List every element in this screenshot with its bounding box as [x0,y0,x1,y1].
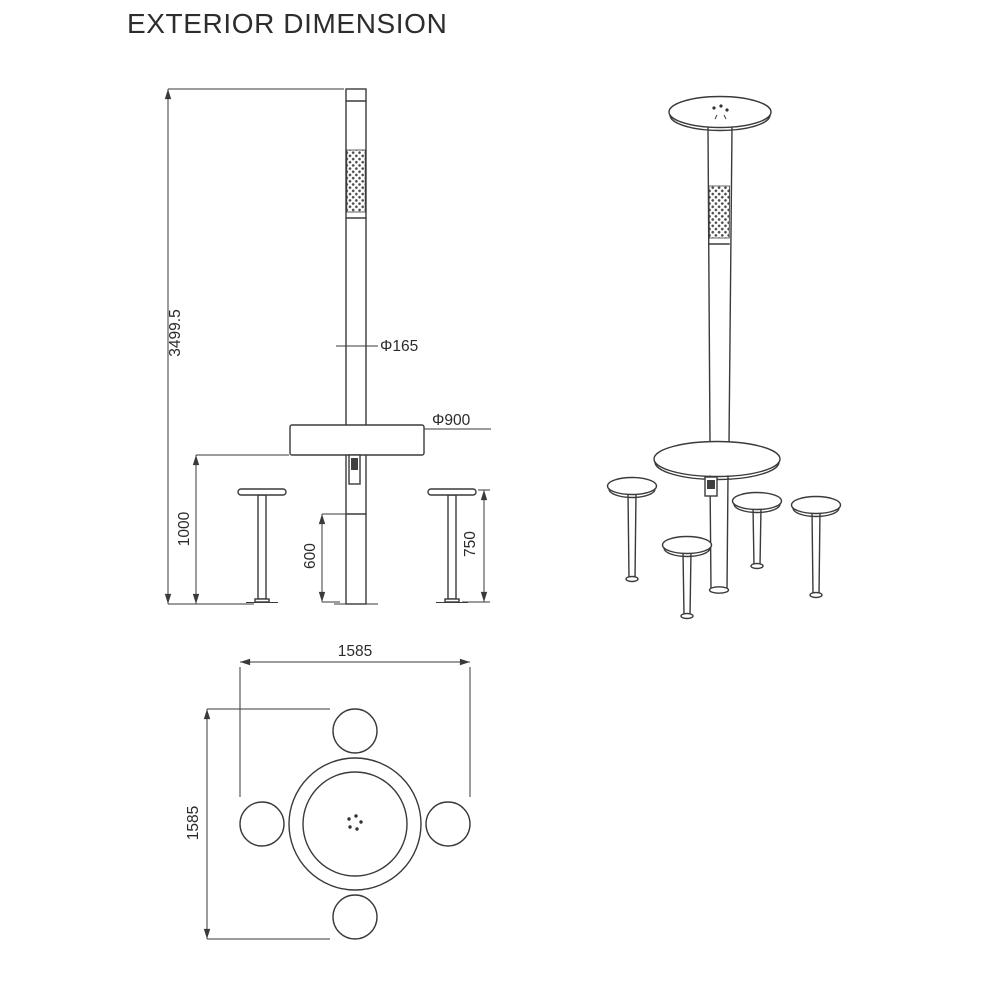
pole-hole [359,820,363,824]
table-outer-circle [288,757,422,891]
stool-post-edge [818,510,821,596]
stool-circle-right [425,801,471,847]
stool-post-edge [689,550,692,617]
pole-edge [707,127,711,445]
stool-post-edge [682,550,685,617]
stool-seat-rim [663,547,711,558]
top-disc-rim [669,114,771,132]
pole-hole [348,825,352,829]
stool-post-edge [811,510,814,596]
front-table [289,424,425,485]
pole-edge [728,127,733,445]
iso-stool-far-right [790,495,842,599]
pole-knurl-band [708,185,731,239]
iso-stool-right [731,491,783,570]
stool-circle-bottom [332,894,378,940]
pole-hole [355,827,359,831]
table-inner-circle [302,771,408,877]
disc-hole [712,106,716,110]
dim-pole-diameter: Φ165 [336,338,418,355]
stool-circle-left [239,801,285,847]
stool-foot [444,598,460,603]
page-title: EXTERIOR DIMENSION [127,8,448,39]
table-bracket-detail [351,458,358,470]
plan-table [288,757,422,891]
iso-top-disc [668,95,772,132]
stool-seat [237,488,287,496]
table-top [653,440,781,478]
front-view: 3499.5 Φ165 Φ900 1000 [164,88,491,605]
stool-seat-rim [608,488,656,499]
stool-post-edge [752,506,755,567]
stool-base [625,575,639,583]
iso-pole-lower [704,475,730,594]
pole-hole [347,817,351,821]
stool-base [750,562,764,570]
pole-hole [354,814,358,818]
plan-view: 1585 1585 [185,643,471,940]
disc-detail [723,114,727,120]
pole-knurl-band [346,149,366,213]
plan-stools [239,708,471,940]
dim-mid-height: 600 [302,513,346,603]
stool-seat [731,491,783,511]
iso-pole-upper [707,127,733,445]
dim-label-table-diameter: Φ900 [432,412,471,429]
dim-label-overall-height: 3499.5 [167,309,184,356]
pole-edge [726,475,729,591]
dim-label-stool-height: 750 [462,531,479,557]
stool-seat-rim [792,507,840,518]
front-stool-left [237,488,287,603]
disc-hole [725,108,729,112]
stool-foot [254,598,270,603]
iso-table [653,440,781,481]
dim-label-table-height: 1000 [176,511,193,546]
dim-plan-width: 1585 [239,643,471,797]
stool-seat [606,476,658,496]
dim-overall-height: 3499.5 [164,88,344,605]
stool-base [809,591,823,599]
stool-post-edge [759,506,762,567]
iso-stool-left [606,476,658,583]
dim-plan-depth: 1585 [185,708,330,940]
stool-post-edge [634,491,637,580]
stool-post [257,494,267,600]
stool-seat [790,495,842,515]
iso-stool-front [661,535,713,620]
iso-view [606,95,842,620]
stool-seat [661,535,713,555]
stool-base [680,612,694,620]
dim-label-mid-height: 600 [302,543,319,569]
stool-seat [427,488,477,496]
dim-label-plan-depth: 1585 [185,806,202,840]
stool-seat-rim [733,503,781,514]
dim-table-height: 1000 [176,454,289,604]
stool-circle-top [332,708,378,754]
dim-label-pole-diameter: Φ165 [380,338,418,355]
dim-stool-height: 750 [462,489,490,603]
table-top [289,424,425,456]
dim-table-diameter: Φ900 [424,412,491,430]
disc-detail [714,114,718,120]
top-disc [668,95,772,129]
pole-base [708,586,730,594]
table-bracket-detail [707,480,715,489]
stool-post [447,494,457,600]
dim-label-plan-width: 1585 [338,643,372,660]
stool-post-edge [627,491,630,580]
disc-hole [719,104,723,108]
